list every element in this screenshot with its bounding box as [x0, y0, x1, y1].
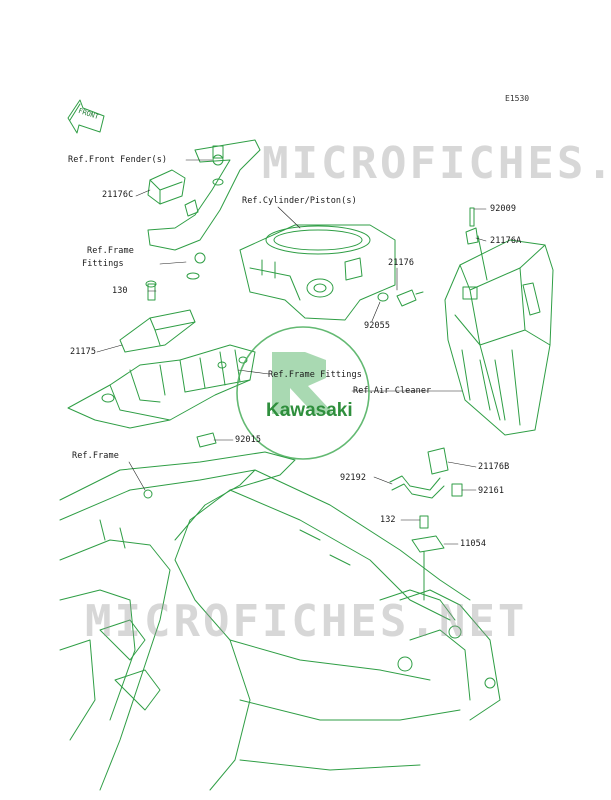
- sensor-21176: [377, 289, 424, 307]
- label-ref-frame-fittings-2[interactable]: Fittings: [82, 259, 124, 269]
- ecu-21175: [119, 280, 196, 353]
- watermark-top: MICROFICHES.NET: [262, 138, 611, 189]
- label-92161[interactable]: 92161: [478, 486, 505, 496]
- label-ref-frame-fittings-1[interactable]: Ref.Frame: [87, 246, 134, 256]
- label-ref-frame-fittings-r[interactable]: Ref.Frame Fittings: [268, 370, 362, 380]
- hose-sensor-group: [389, 447, 463, 601]
- label-ref-air-cleaner[interactable]: Ref.Air Cleaner: [353, 386, 432, 396]
- label-132[interactable]: 132: [380, 515, 396, 525]
- label-92192[interactable]: 92192: [340, 473, 367, 483]
- leader-lines: [96, 159, 487, 545]
- label-21176[interactable]: 21176: [388, 258, 415, 268]
- front-arrow-icon: [67, 99, 105, 134]
- label-21176b[interactable]: 21176B: [478, 462, 510, 472]
- label-ref-frame[interactable]: Ref.Frame: [72, 451, 119, 461]
- label-ref-front-fender[interactable]: Ref.Front Fender(s): [68, 155, 168, 165]
- logo-text: Kawasaki: [266, 400, 353, 421]
- label-21176c[interactable]: 21176C: [102, 190, 134, 200]
- diagram-code: E1530: [505, 94, 530, 103]
- label-92015[interactable]: 92015: [235, 435, 262, 445]
- label-92009[interactable]: 92009: [490, 204, 517, 214]
- watermark-bottom: MICROFICHES.NET: [85, 596, 528, 647]
- label-130[interactable]: 130: [112, 286, 128, 296]
- tray-frame-fittings: [67, 344, 256, 448]
- cylinder: [239, 224, 396, 321]
- frame: [59, 451, 501, 791]
- kawasaki-logo: [236, 326, 370, 460]
- label-21176a[interactable]: 21176A: [490, 236, 522, 246]
- label-ref-cylinder[interactable]: Ref.Cylinder/Piston(s): [242, 196, 357, 206]
- air-cleaner-box: [444, 207, 554, 436]
- label-92055[interactable]: 92055: [364, 321, 391, 331]
- label-11054[interactable]: 11054: [460, 539, 487, 549]
- front-fender-bracket: [147, 139, 261, 280]
- label-21175[interactable]: 21175: [70, 347, 97, 357]
